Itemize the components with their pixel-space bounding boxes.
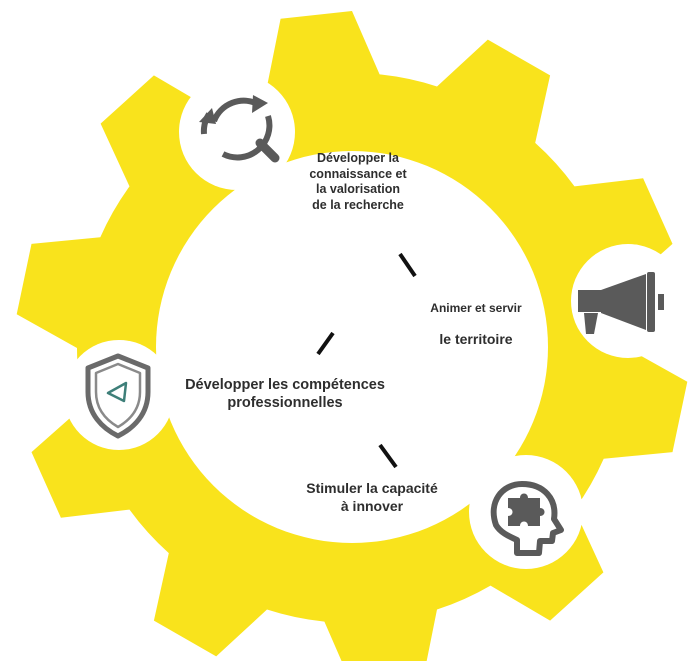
divider-dash <box>378 443 398 469</box>
shield-icon <box>85 353 151 439</box>
divider-dash <box>316 331 335 356</box>
megaphone-icon <box>578 272 664 334</box>
divider-dash <box>398 252 417 278</box>
head-puzzle-icon <box>490 481 564 556</box>
center-disc <box>156 151 548 543</box>
label-animer-territoire: Animer et servir le territoire <box>396 286 556 364</box>
label-territoire-line2: le territoire <box>439 331 513 347</box>
label-territoire-line1: Animer et servir <box>430 301 522 315</box>
label-capacite-innover: Stimuler la capacité à innover <box>306 480 438 514</box>
search-refresh-icon <box>199 95 280 163</box>
label-connaissance-recherche: Développer la connaissance et la valoris… <box>309 151 407 212</box>
label-competences-professionnelles: Développer les compétences professionnel… <box>185 377 385 412</box>
